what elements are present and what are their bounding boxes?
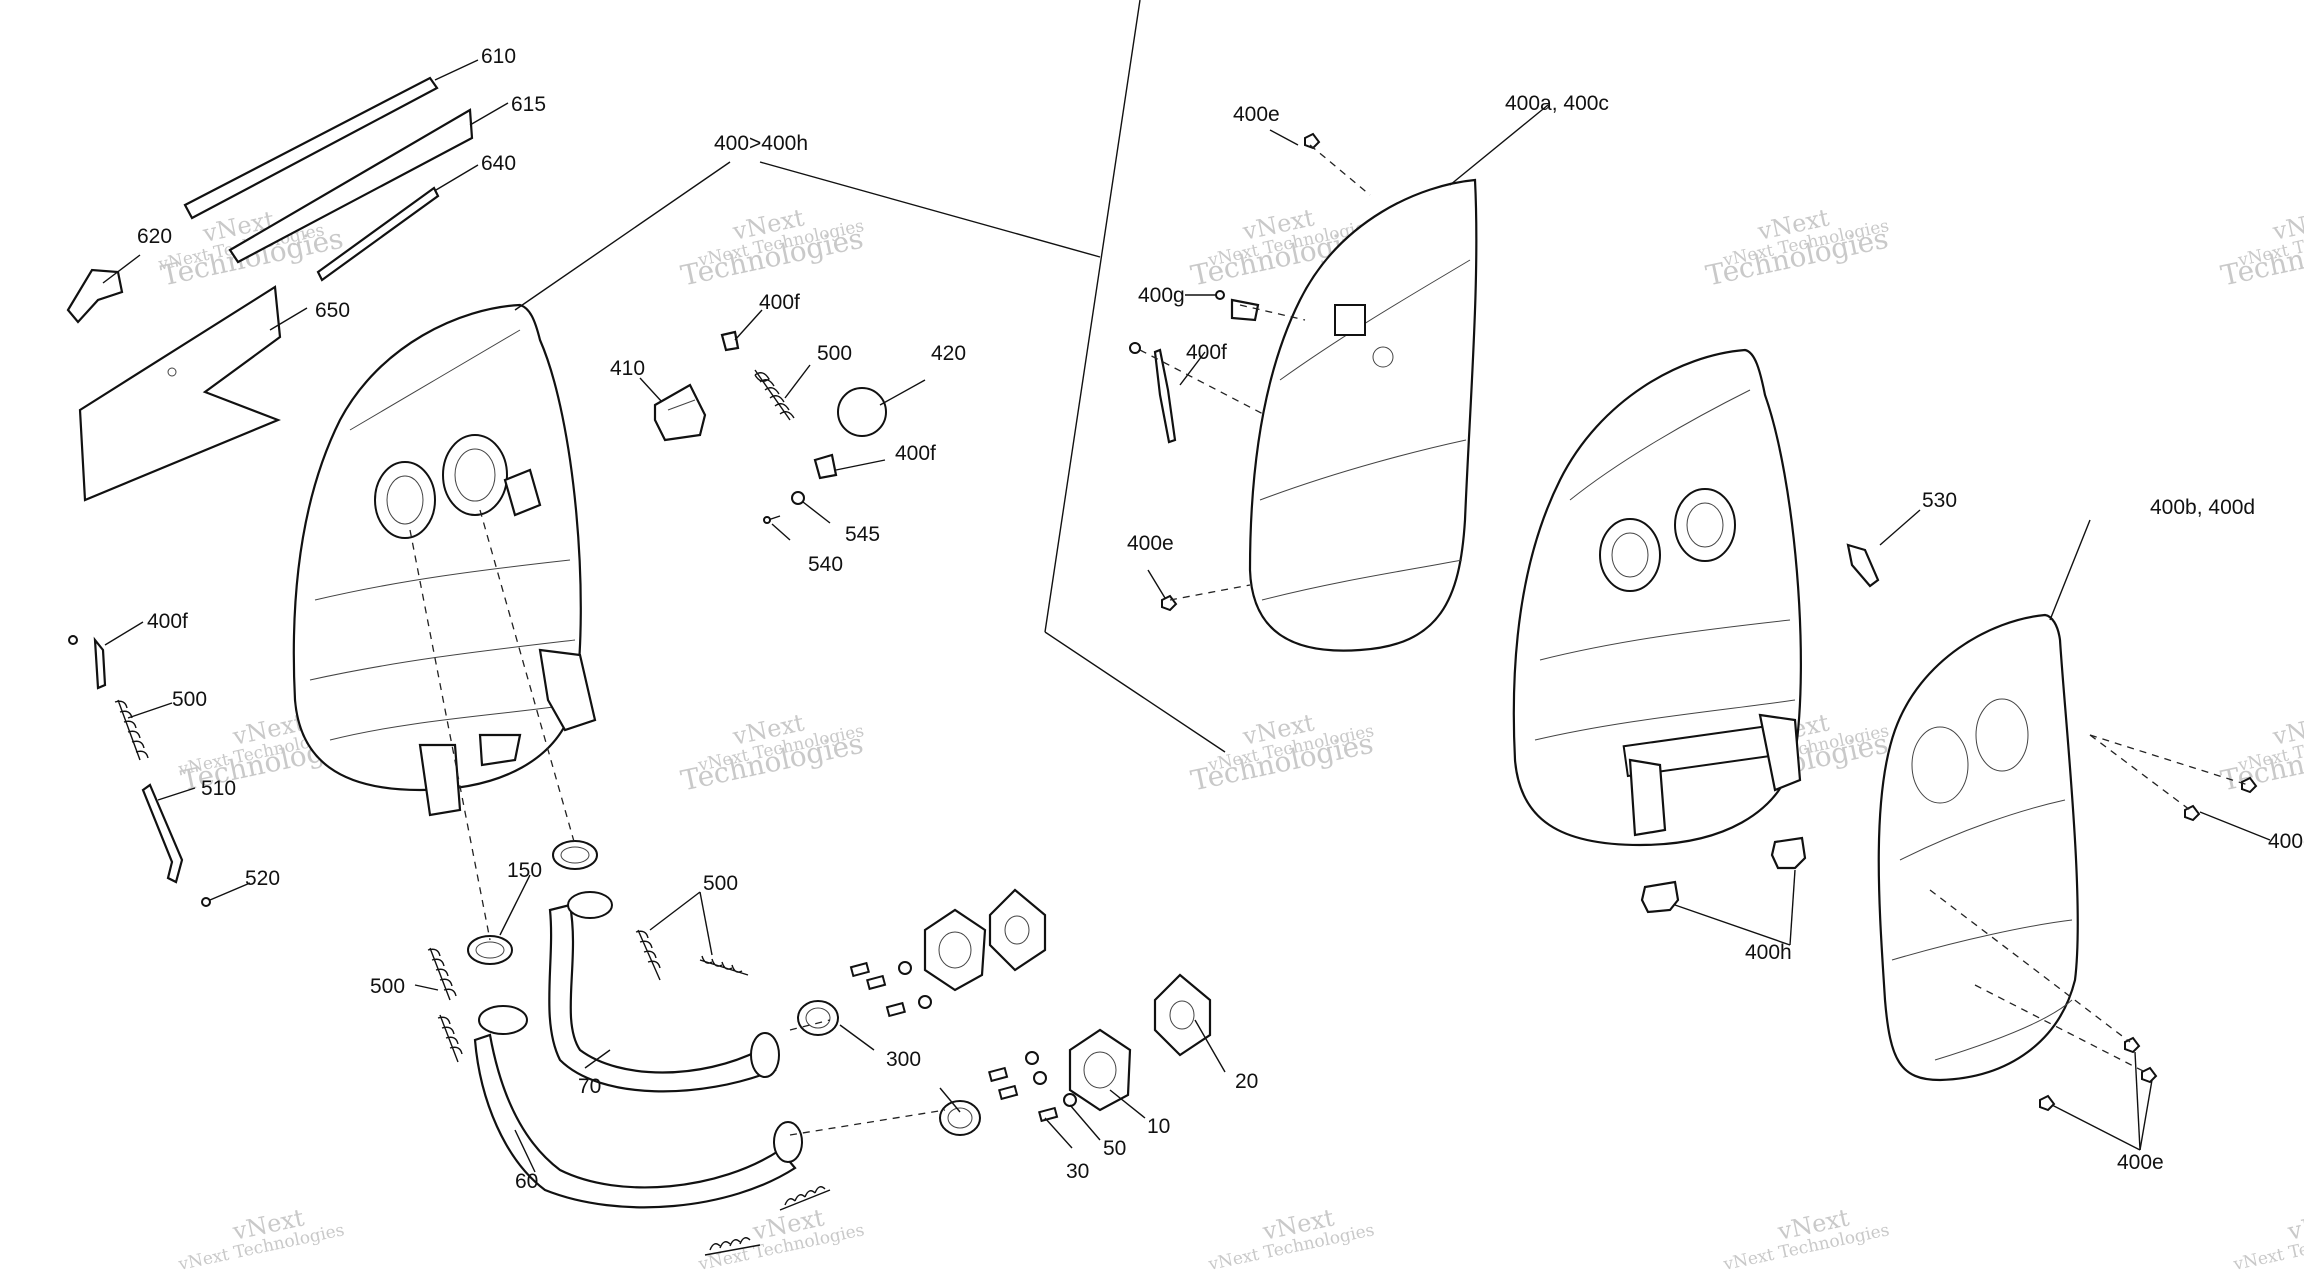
callout-410: 410 bbox=[610, 357, 645, 380]
watermark: vNext Technologies vNext bbox=[1206, 1203, 1376, 1275]
callout-640: 640 bbox=[481, 152, 516, 175]
sleeve-300-upper bbox=[797, 1000, 839, 1036]
callout-400f-d: 400f bbox=[1186, 341, 1227, 364]
callout-10: 10 bbox=[1147, 1115, 1170, 1138]
springs-500-pipes bbox=[427, 929, 831, 1256]
callout-520: 520 bbox=[245, 867, 280, 890]
bracket-620 bbox=[66, 268, 124, 324]
callout-60: 60 bbox=[515, 1170, 538, 1193]
watermark: vNext Technologies vNext Technologies bbox=[2218, 708, 2304, 797]
watermark: vNext Technologies vNext bbox=[176, 1203, 346, 1275]
muffler-assembly-left bbox=[292, 303, 597, 817]
washer-545 bbox=[791, 491, 805, 505]
rubber-blocks-400h bbox=[1640, 836, 1807, 914]
muffler-assembly-right bbox=[1512, 348, 1802, 847]
callout-545: 545 bbox=[845, 523, 880, 546]
callout-400g: 400g bbox=[1138, 284, 1185, 307]
callout-540: 540 bbox=[808, 553, 843, 576]
callout-615: 615 bbox=[511, 93, 546, 116]
svg-text:vNext: vNext bbox=[2269, 203, 2304, 246]
heat-shield-610 bbox=[183, 76, 439, 220]
callout-500-d: 500 bbox=[370, 975, 405, 998]
callout-400b-400d: 400b, 400d bbox=[2150, 496, 2255, 519]
nuts-50 bbox=[898, 961, 1077, 1107]
heat-shield-650 bbox=[78, 285, 282, 502]
callout-400e-b: 400e bbox=[1127, 532, 1174, 555]
callout-70: 70 bbox=[578, 1075, 601, 1098]
bolts-30 bbox=[849, 961, 1059, 1123]
exhaust-pipe-70 bbox=[548, 891, 780, 1093]
leader-lines bbox=[102, 0, 2271, 1173]
callout-420: 420 bbox=[931, 342, 966, 365]
heat-shield-640 bbox=[316, 186, 440, 282]
callout-400a-400c: 400a, 400c bbox=[1505, 92, 1609, 115]
watermark: vNext Technologies vNext Technologies bbox=[1703, 203, 1891, 292]
callout-530: 530 bbox=[1922, 489, 1957, 512]
heat-shield-615 bbox=[228, 108, 474, 264]
callout-500-c: 500 bbox=[703, 872, 738, 895]
watermark: vNext Technologies vNext bbox=[696, 1203, 866, 1275]
callout-400e-a: 400e bbox=[1233, 103, 1280, 126]
watermark: vNext Technologies vNext bbox=[2231, 1203, 2304, 1275]
spring-500-top bbox=[754, 369, 795, 421]
small-parts-400g-400f bbox=[1129, 132, 1321, 612]
callout-650: 650 bbox=[315, 299, 350, 322]
ring-150-upper bbox=[552, 840, 598, 870]
callout-400e-d: 400e bbox=[2117, 1151, 2164, 1174]
callout-400f-c: 400f bbox=[147, 610, 188, 633]
cap-420 bbox=[837, 387, 887, 437]
callout-620: 620 bbox=[137, 225, 172, 248]
callout-510: 510 bbox=[201, 777, 236, 800]
callout-400h: 400h bbox=[1745, 941, 1792, 964]
screw-520 bbox=[201, 897, 211, 907]
muffler-cover-400b bbox=[1877, 613, 2258, 1112]
sleeve-300-lower bbox=[939, 1100, 981, 1136]
watermark: vNext Technologies vNext Technologies bbox=[678, 708, 866, 797]
rubber-mount-410 bbox=[653, 383, 707, 442]
callout-30: 30 bbox=[1066, 1160, 1089, 1183]
watermark: vNext Technologies vNext Technologies bbox=[678, 203, 866, 292]
callout-400f-a: 400f bbox=[759, 291, 800, 314]
exhaust-pipe-60 bbox=[473, 1005, 803, 1209]
callout-400e-c: 400e bbox=[2268, 830, 2304, 853]
watermark: vNext Technologies vNext Technologies bbox=[2218, 203, 2304, 292]
callout-400-400h: 400>400h bbox=[714, 132, 808, 155]
callout-500-b: 500 bbox=[172, 688, 207, 711]
gasket-20-upper bbox=[988, 888, 1047, 972]
muffler-cover-400a bbox=[1248, 178, 1478, 652]
clip-530 bbox=[1846, 543, 1880, 588]
flange-10-upper bbox=[923, 908, 987, 992]
svg-text:vNext: vNext bbox=[2284, 1203, 2304, 1246]
ring-150-lower bbox=[467, 935, 513, 965]
rod-510 bbox=[141, 783, 184, 884]
bracket-400f-left bbox=[68, 635, 107, 690]
callout-50: 50 bbox=[1103, 1137, 1126, 1160]
flange-10-lower bbox=[1068, 1028, 1132, 1112]
spring-bracket-400f-b bbox=[813, 453, 838, 480]
gasket-20-lower bbox=[1153, 973, 1212, 1057]
callout-300: 300 bbox=[886, 1048, 921, 1071]
callout-610: 610 bbox=[481, 45, 516, 68]
spring-bracket-400f bbox=[720, 330, 740, 352]
callout-400f-b: 400f bbox=[895, 442, 936, 465]
assembly-lines bbox=[409, 144, 2249, 1136]
callout-150: 150 bbox=[507, 859, 542, 882]
watermark: vNext Technologies vNext Technologies bbox=[1188, 708, 1376, 797]
callout-20: 20 bbox=[1235, 1070, 1258, 1093]
svg-text:vNext: vNext bbox=[2269, 708, 2304, 751]
callout-500-a: 500 bbox=[817, 342, 852, 365]
pin-540 bbox=[763, 515, 781, 524]
callout-labels: 610 615 640 620 650 400>400h 400f 500 42… bbox=[137, 45, 2304, 1193]
watermark: vNext Technologies vNext bbox=[1721, 1203, 1891, 1275]
spring-500-left bbox=[114, 699, 149, 761]
